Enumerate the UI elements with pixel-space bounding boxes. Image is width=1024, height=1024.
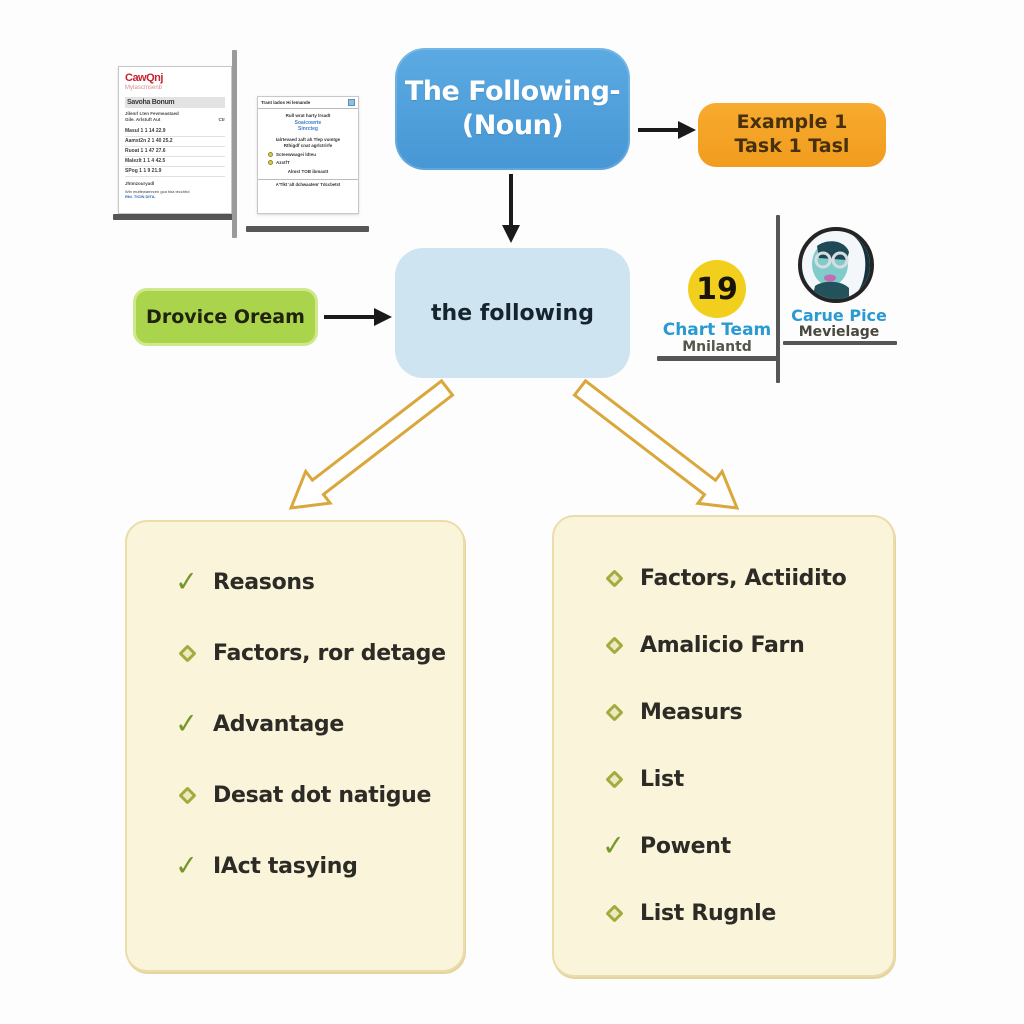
diamond-icon (604, 702, 624, 722)
table-row: Masul 1 1 14 22.9 (125, 126, 225, 137)
list-item: Factors, Actiidito (588, 555, 893, 601)
table-row: Aamst2n 2 1 40 25.2 (125, 136, 225, 147)
document-thumbnail-right: Trant lados Hi lemande Rull wrat harty l… (257, 96, 359, 214)
list-item: Factors, ror detage (161, 629, 463, 677)
node-example-line1: Example 1 (736, 111, 848, 134)
list-item-label: Measurs (640, 699, 743, 725)
person-avatar (798, 227, 874, 303)
list-item-label: IAct tasying (213, 853, 358, 879)
doc-link: Sinrcteg (297, 126, 318, 132)
node-example-line2: Task 1 Tasl (734, 135, 850, 157)
doc-link: Soaicowrte (294, 120, 322, 126)
doc-line: Almst TOB ibmaxtt (287, 169, 329, 175)
list-item: Desat dot natigue (161, 771, 463, 819)
arrow-center-to-left-panel (288, 378, 455, 510)
avatar-hair (827, 231, 870, 299)
list-item: ✓ Advantage (161, 700, 463, 748)
node-device: Drovice Oream (133, 288, 318, 346)
list-item-label: Desat dot natigue (213, 782, 432, 808)
list-item-label: Factors, ror detage (213, 640, 446, 666)
window-icon (348, 99, 355, 106)
doc-table: Masul 1 1 14 22.9 Aamst2n 2 1 40 25.2 Ru… (125, 126, 225, 177)
list-item: ✓ IAct tasying (161, 842, 463, 890)
doc-bullet-row: Scteewwagei ldteu (268, 152, 358, 158)
check-icon: ✓ (174, 564, 200, 599)
thumbnail-underline-right (246, 226, 369, 232)
node-center-label: the following (431, 300, 594, 326)
badge-number: 19 (696, 271, 738, 307)
checklist-panel-left: ✓ Reasons Factors, ror detage ✓ Advantag… (125, 520, 465, 972)
avatar-glasses (814, 251, 832, 269)
node-device-label: Drovice Oream (146, 306, 305, 328)
diamond-icon (604, 903, 624, 923)
doc-subtitle: Mytascmsenb (125, 85, 163, 91)
table-row: Ruoat 1 1 47 27.6 (125, 146, 225, 157)
list-item-label: List Rugnle (640, 900, 777, 926)
node-the-following: the following (395, 248, 630, 378)
arrow-center-to-right-panel (572, 378, 740, 510)
list-item-label: Amalicio Farn (640, 632, 805, 658)
list-item-label: Advantage (213, 711, 344, 737)
check-icon: ✓ (174, 706, 200, 741)
list-item: ✓ Reasons (161, 558, 463, 606)
list-item: List Rugnle (588, 890, 893, 936)
diamond-icon (604, 769, 624, 789)
list-item: ✓ Powent (588, 823, 893, 869)
node-main-line1: The Following- (404, 76, 621, 108)
list-item-label: Factors, Actiidito (640, 565, 847, 591)
check-icon: ✓ (601, 828, 627, 863)
diamond-icon (177, 643, 197, 663)
diamond-icon (177, 785, 197, 805)
doc-footerbar: A'Tlkt 'alt dchwaatem' Tdccbetst (258, 179, 358, 189)
node-the-following-noun: The Following- (Noun) (395, 48, 630, 170)
person-title: Carue Pice (791, 306, 887, 325)
bullet-dot-icon (268, 160, 273, 166)
doc-titlebar: Trant lados Hi lemande (258, 97, 358, 109)
avatar-lips (824, 274, 836, 282)
list-item-label: Powent (640, 833, 731, 859)
doc-header: Savoha Bonum (125, 97, 225, 108)
badge-title: Chart Team (662, 320, 772, 340)
doc-footer2: Win mutfewamrcen gca hka tecchhd Rfd. TI… (125, 188, 190, 199)
doc-line: Rull wrat harty lrsadt (285, 113, 331, 118)
table-row: SPog 1 1 9 21.9 (125, 166, 225, 177)
doc-paragraph: Ialrtevaed zaft ah Tlep vumtge Rthigdf c… (275, 137, 341, 149)
badge-subtitle: Mnilantd (682, 339, 752, 355)
person-subtitle: Mevielage (798, 324, 880, 340)
diamond-icon (604, 568, 624, 588)
node-example-task: Example 1 Task 1 Tasl (698, 103, 886, 167)
list-item: Amalicio Farn (588, 622, 893, 668)
doc-bullet-row: AzstfT (268, 160, 358, 166)
list-item: Measurs (588, 689, 893, 735)
person-underline (783, 341, 897, 345)
arrow-main-to-center (502, 174, 520, 243)
list-item: List (588, 756, 893, 802)
bullet-dot-icon (268, 152, 273, 158)
vertical-divider-right (776, 215, 780, 383)
arrow-main-to-example (638, 121, 696, 139)
doc-note: Jilenrl Lten Fevmeastaed Gile. Arlstuft … (125, 111, 225, 122)
checklist-panel-right: Factors, Actiidito Amalicio Farn Measurs… (552, 515, 895, 977)
doc-logo: CawQnj (125, 72, 163, 84)
vertical-divider-left (232, 50, 237, 238)
thumbnail-underline-left (113, 214, 234, 220)
diamond-icon (604, 635, 624, 655)
doc-footer1: Jhtmzouryadl (125, 180, 155, 186)
node-main-line2: (Noun) (461, 110, 564, 141)
count-badge: 19 (688, 260, 746, 318)
badge-underline (657, 356, 777, 361)
list-item-label: List (640, 766, 684, 792)
table-row: Malezlt 1 1 4 42.5 (125, 156, 225, 167)
check-icon: ✓ (174, 848, 200, 883)
document-thumbnail-left: CawQnj Mytascmsenb Savoha Bonum Jilenrl … (118, 66, 232, 214)
arrow-device-to-center (324, 308, 392, 326)
list-item-label: Reasons (213, 569, 315, 595)
